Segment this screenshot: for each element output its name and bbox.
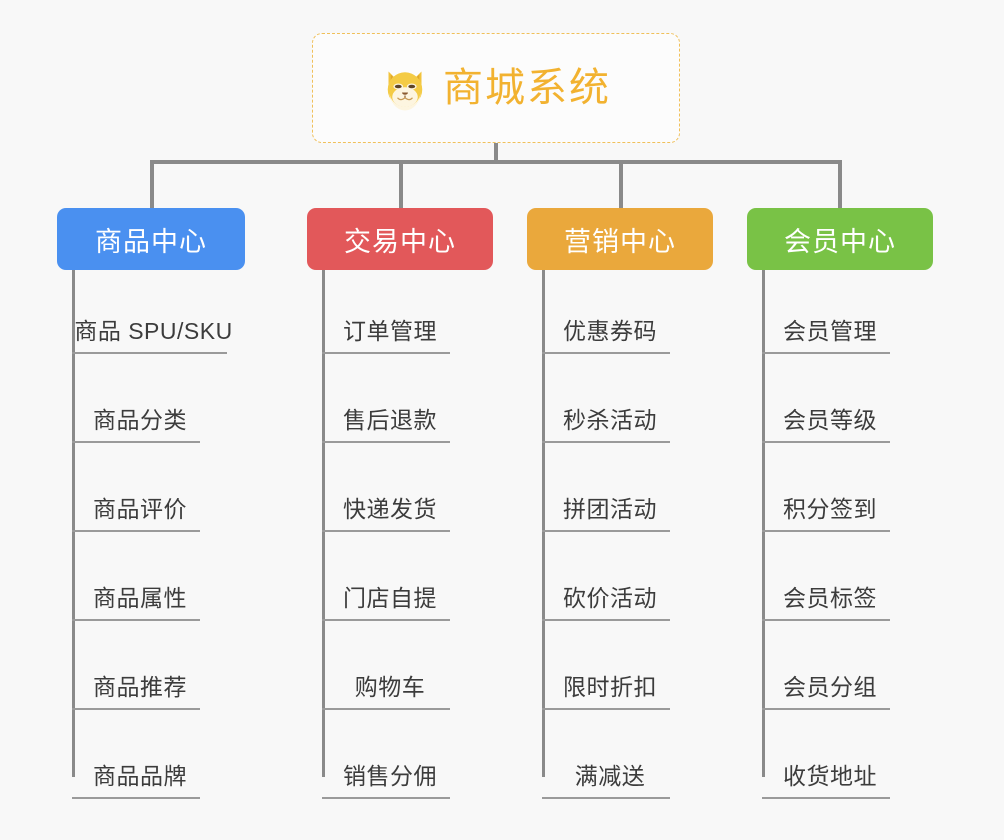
leaf-label: 会员等级	[783, 407, 877, 433]
leaf-item[interactable]: 订单管理	[322, 270, 450, 354]
leaf-label: 会员标签	[783, 585, 877, 611]
category-column-product: 商品中心 商品 SPU/SKU 商品分类 商品评价 商品属性 商品推荐 商品品牌	[57, 208, 245, 799]
leaf-item[interactable]: 拼团活动	[542, 443, 670, 532]
leaf-item[interactable]: 限时折扣	[542, 621, 670, 710]
leaf-item[interactable]: 购物车	[322, 621, 450, 710]
leaf-item[interactable]: 积分签到	[762, 443, 890, 532]
category-header-trade[interactable]: 交易中心	[307, 208, 493, 270]
category-column-marketing: 营销中心 优惠券码 秒杀活动 拼团活动 砍价活动 限时折扣 满减送	[527, 208, 713, 799]
leaf-item[interactable]: 会员标签	[762, 532, 890, 621]
leaf-list-marketing: 优惠券码 秒杀活动 拼团活动 砍价活动 限时折扣 满减送	[542, 270, 713, 799]
leaf-label: 商品品牌	[93, 763, 187, 789]
leaf-label: 商品推荐	[93, 674, 187, 700]
connector-drop-交易中心	[399, 160, 403, 208]
leaf-item[interactable]: 商品属性	[72, 532, 200, 621]
leaf-label: 快递发货	[343, 496, 437, 522]
leaf-item[interactable]: 门店自提	[322, 532, 450, 621]
leaf-item[interactable]: 砍价活动	[542, 532, 670, 621]
leaf-list-trade: 订单管理 售后退款 快递发货 门店自提 购物车 销售分佣	[322, 270, 493, 799]
leaf-item[interactable]: 商品品牌	[72, 710, 200, 799]
category-column-trade: 交易中心 订单管理 售后退款 快递发货 门店自提 购物车 销售分佣	[307, 208, 493, 799]
leaf-label: 秒杀活动	[563, 407, 657, 433]
leaf-label: 商品评价	[93, 496, 187, 522]
leaf-label: 积分签到	[783, 496, 877, 522]
category-column-member: 会员中心 会员管理 会员等级 积分签到 会员标签 会员分组 收货地址	[747, 208, 933, 799]
shiba-dog-face-icon	[387, 71, 423, 111]
leaf-item[interactable]: 快递发货	[322, 443, 450, 532]
leaf-label: 购物车	[354, 674, 426, 700]
connector-horizontal-bus	[150, 160, 842, 164]
category-header-member[interactable]: 会员中心	[747, 208, 933, 270]
category-header-marketing[interactable]: 营销中心	[527, 208, 713, 270]
leaf-item[interactable]: 商品评价	[72, 443, 200, 532]
leaf-item[interactable]: 会员等级	[762, 354, 890, 443]
leaf-label: 满减送	[574, 763, 646, 789]
leaf-label: 会员分组	[783, 674, 877, 700]
leaf-item[interactable]: 满减送	[542, 710, 670, 799]
leaf-label: 收货地址	[783, 763, 877, 789]
leaf-label: 门店自提	[343, 585, 437, 611]
leaf-item[interactable]: 优惠券码	[542, 270, 670, 354]
leaf-label: 砍价活动	[563, 585, 657, 611]
leaf-item[interactable]: 商品分类	[72, 354, 200, 443]
category-header-product[interactable]: 商品中心	[57, 208, 245, 270]
leaf-label: 订单管理	[343, 318, 437, 344]
leaf-item[interactable]: 秒杀活动	[542, 354, 670, 443]
leaf-item[interactable]: 收货地址	[762, 710, 890, 799]
leaf-list-product: 商品 SPU/SKU 商品分类 商品评价 商品属性 商品推荐 商品品牌	[72, 270, 245, 799]
leaf-label: 商品 SPU/SKU	[74, 318, 233, 344]
leaf-label: 拼团活动	[563, 496, 657, 522]
leaf-item[interactable]: 会员分组	[762, 621, 890, 710]
leaf-item[interactable]: 销售分佣	[322, 710, 450, 799]
connector-drop-会员中心	[838, 160, 842, 208]
leaf-list-member: 会员管理 会员等级 积分签到 会员标签 会员分组 收货地址	[762, 270, 933, 799]
leaf-label: 会员管理	[783, 318, 877, 344]
root-title: 商城系统	[443, 66, 611, 110]
connector-drop-营销中心	[619, 160, 623, 208]
leaf-item[interactable]: 售后退款	[322, 354, 450, 443]
connector-drop-商品中心	[150, 160, 154, 208]
connector-root-stem	[494, 143, 498, 163]
leaf-item[interactable]: 商品 SPU/SKU	[72, 270, 232, 354]
leaf-label: 售后退款	[343, 407, 437, 433]
leaf-label: 优惠券码	[563, 318, 657, 344]
root-node[interactable]: 商城系统	[312, 33, 680, 143]
leaf-item[interactable]: 会员管理	[762, 270, 890, 354]
leaf-label: 商品分类	[93, 407, 187, 433]
leaf-label: 限时折扣	[563, 674, 657, 700]
leaf-label: 销售分佣	[343, 763, 437, 789]
leaf-item[interactable]: 商品推荐	[72, 621, 200, 710]
leaf-label: 商品属性	[93, 585, 187, 611]
